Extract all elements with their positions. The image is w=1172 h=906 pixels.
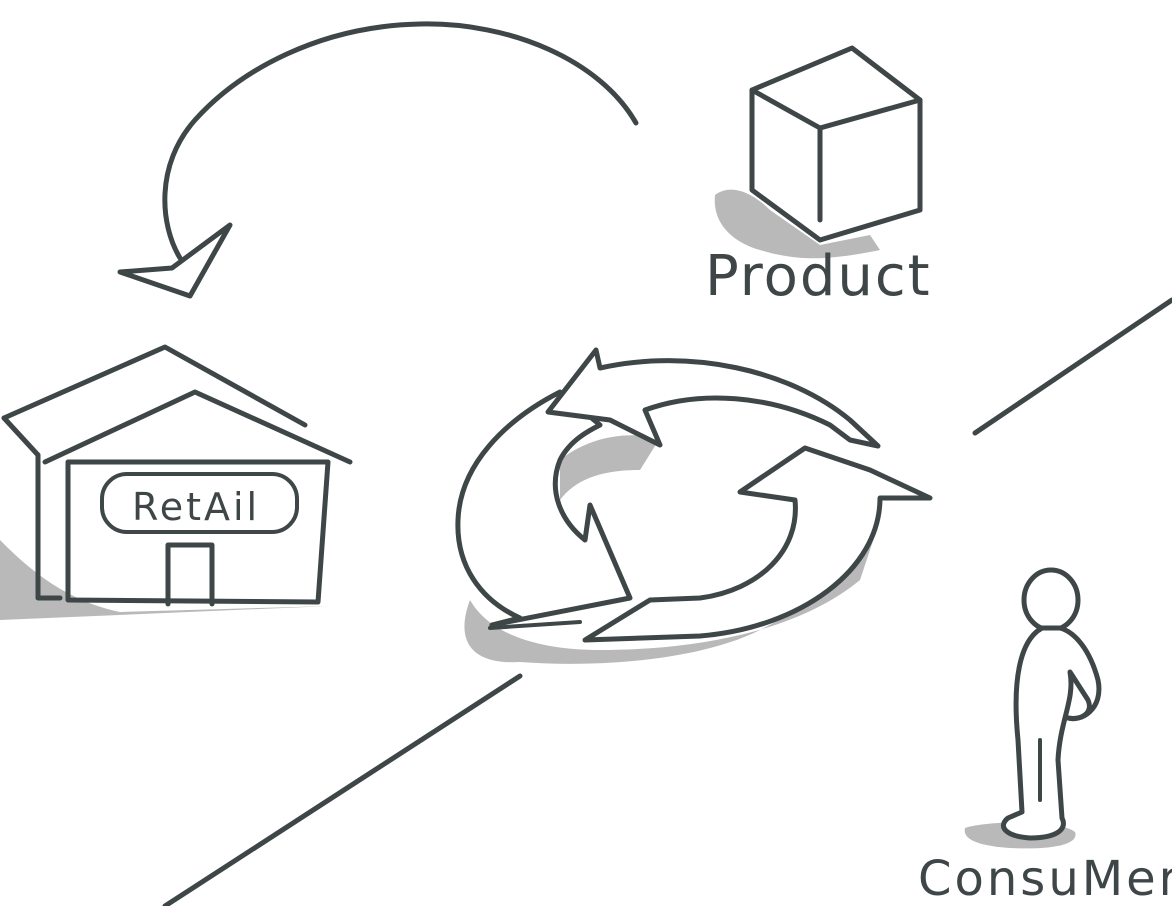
curved-arrow-icon	[117, 21, 639, 299]
person-icon	[964, 567, 1102, 849]
store-icon	[0, 344, 353, 620]
cycle-arrows-icon	[455, 347, 933, 664]
box-icon	[714, 45, 923, 259]
consumer-label: ConsuMer	[918, 851, 1172, 906]
retail-sign-label: RetAil	[132, 485, 260, 529]
divider-line-bottom	[162, 673, 523, 906]
product-label: Product	[705, 244, 932, 309]
divider-line-right	[972, 297, 1172, 436]
